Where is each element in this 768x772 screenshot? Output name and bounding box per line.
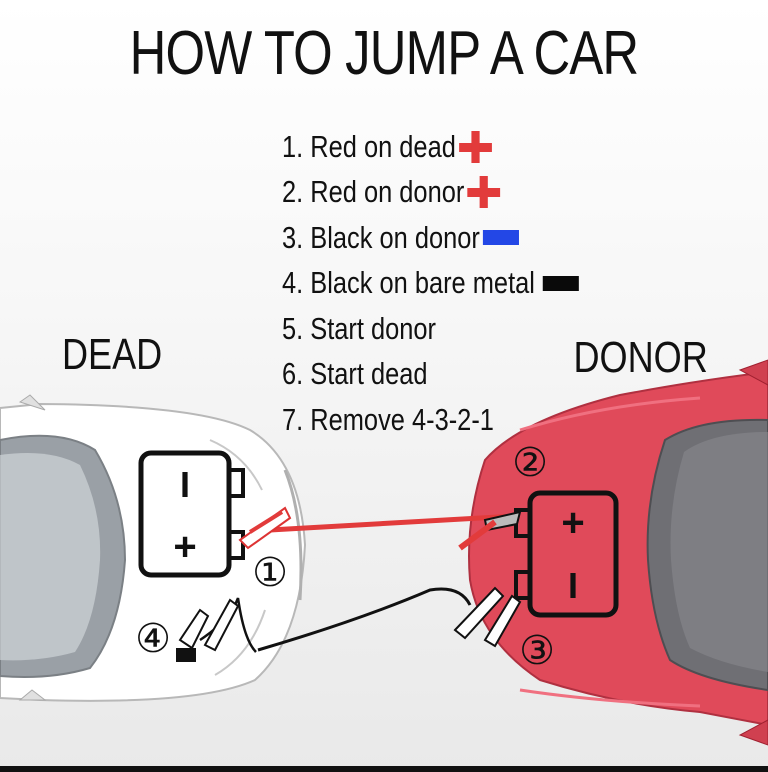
step-text: 5. Start donor <box>282 310 437 346</box>
step-text: 7. Remove 4-3-2-1 <box>282 401 494 437</box>
step-7: 7. Remove 4-3-2-1 <box>282 397 579 443</box>
step-text: 1. Red on dead <box>282 128 456 164</box>
step-6: 6. Start dead <box>282 352 579 398</box>
callout-2: ② <box>512 440 548 486</box>
step-5: 5. Start donor <box>282 306 579 352</box>
step-text: 6. Start dead <box>282 356 428 392</box>
bottom-border <box>0 766 768 772</box>
step-4: 4. Black on bare metal <box>282 261 580 307</box>
donor-label: DONOR <box>573 333 708 382</box>
blue-minus-icon <box>483 230 520 246</box>
donor-positive-sign: + <box>561 501 584 545</box>
red-plus-icon <box>459 130 492 163</box>
step-1: 1. Red on dead <box>282 124 579 170</box>
red-plus-icon <box>467 176 501 209</box>
dead-battery: I + <box>138 450 245 578</box>
step-text: 2. Red on donor <box>282 174 465 210</box>
donor-battery: + I <box>514 490 619 618</box>
black-cable <box>176 586 522 662</box>
donor-car <box>468 359 768 746</box>
callout-3: ③ <box>519 628 555 674</box>
callout-4: ④ <box>135 616 171 662</box>
step-3: 3. Black on donor <box>282 215 579 261</box>
callout-1: ① <box>252 550 288 596</box>
dead-label: DEAD <box>62 330 163 379</box>
black-minus-icon <box>543 275 580 291</box>
dead-positive-sign: + <box>173 525 196 569</box>
page-title: HOW TO JUMP A CAR <box>129 19 640 88</box>
step-text: 3. Black on donor <box>282 219 480 255</box>
step-2: 2. Red on donor <box>282 170 579 216</box>
red-cable <box>238 506 522 551</box>
donor-negative-sign: I <box>568 565 578 606</box>
dead-negative-sign: I <box>180 464 190 505</box>
step-text: 4. Black on bare metal <box>282 265 535 301</box>
steps-list: 1. Red on dead 2. Red on donor 3. Black … <box>282 124 644 443</box>
